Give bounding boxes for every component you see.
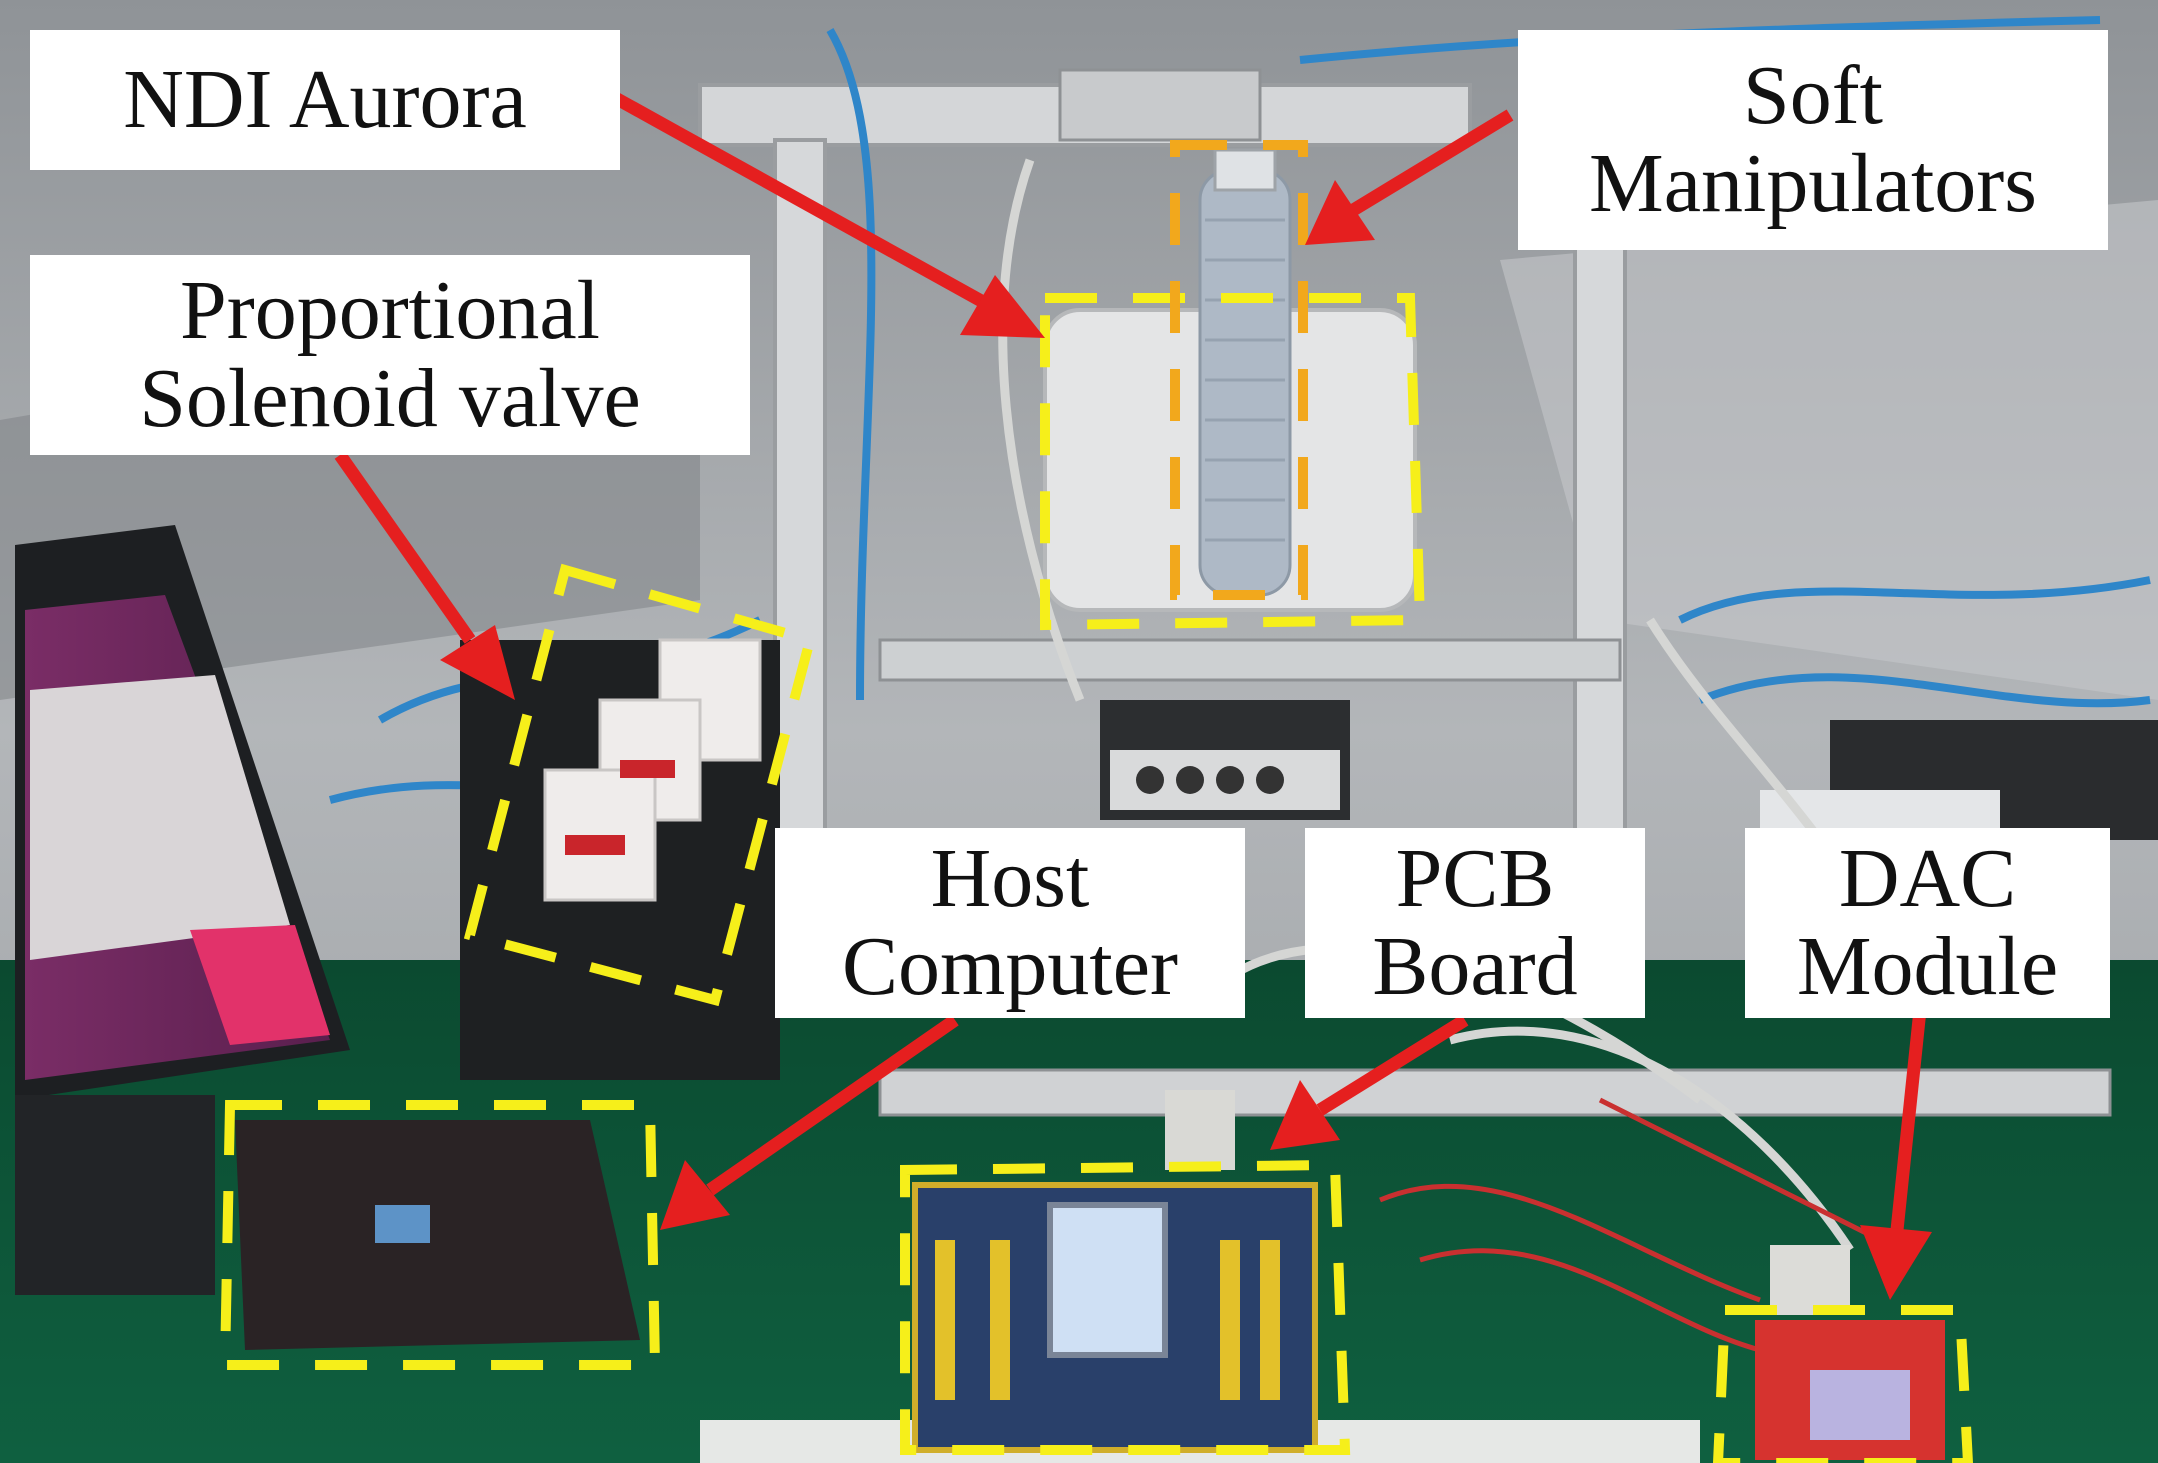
port-connector xyxy=(1176,766,1204,794)
arrow-dac-module xyxy=(1860,1009,1932,1300)
label-solenoid-valve: Proportional Solenoid valve xyxy=(30,255,750,455)
soft-manipulator-body xyxy=(1198,168,1292,597)
valve-display xyxy=(620,760,675,778)
db9-connector xyxy=(1165,1090,1235,1170)
port-connector xyxy=(1136,766,1164,794)
arrow-host-computer xyxy=(660,1014,959,1230)
laptop-window xyxy=(30,675,290,960)
frame-bottom-bar xyxy=(878,1068,2112,1117)
port-connector xyxy=(1216,766,1244,794)
ndi-aurora-highlight-box xyxy=(1040,293,1426,631)
frame-top-block xyxy=(1058,68,1262,142)
manipulator-cap xyxy=(1213,148,1277,192)
arrow-soft-manipulators xyxy=(1305,109,1514,245)
arrow-ndi-aurora xyxy=(606,89,1045,338)
laptop-pink-panel xyxy=(190,925,330,1045)
host-computer-highlight-box xyxy=(219,1100,661,1370)
host-computer-sticker xyxy=(375,1205,430,1243)
port-connector xyxy=(1256,766,1284,794)
label-pcb-board: PCB Board xyxy=(1305,828,1645,1018)
pcb-board-lcd xyxy=(1047,1202,1168,1358)
valve-display xyxy=(565,835,625,855)
host-computer-device xyxy=(235,1120,640,1350)
pcb-board-highlight-box xyxy=(900,1159,1351,1455)
solenoid-valve-highlight-box xyxy=(463,563,817,1007)
label-soft-manipulators: Soft Manipulators xyxy=(1518,30,2108,250)
db9-connector xyxy=(1770,1245,1850,1315)
annotation-arrows xyxy=(334,89,1932,1300)
label-dac-module: DAC Module xyxy=(1745,828,2110,1018)
arrow-solenoid-valve xyxy=(334,451,515,700)
dac-module-display xyxy=(1810,1370,1910,1440)
arrow-pcb-board xyxy=(1270,1014,1469,1150)
tent-fold xyxy=(1500,200,2158,700)
soft-manipulator-highlight-box xyxy=(1170,140,1308,600)
laptop-base xyxy=(15,1095,215,1295)
label-host-computer: Host Computer xyxy=(775,828,1245,1018)
label-ndi-aurora: NDI Aurora xyxy=(30,30,620,170)
pcb-board-headers xyxy=(935,1240,1280,1400)
frame-middle-bar xyxy=(878,638,1622,682)
red-wires xyxy=(1379,1097,1902,1353)
